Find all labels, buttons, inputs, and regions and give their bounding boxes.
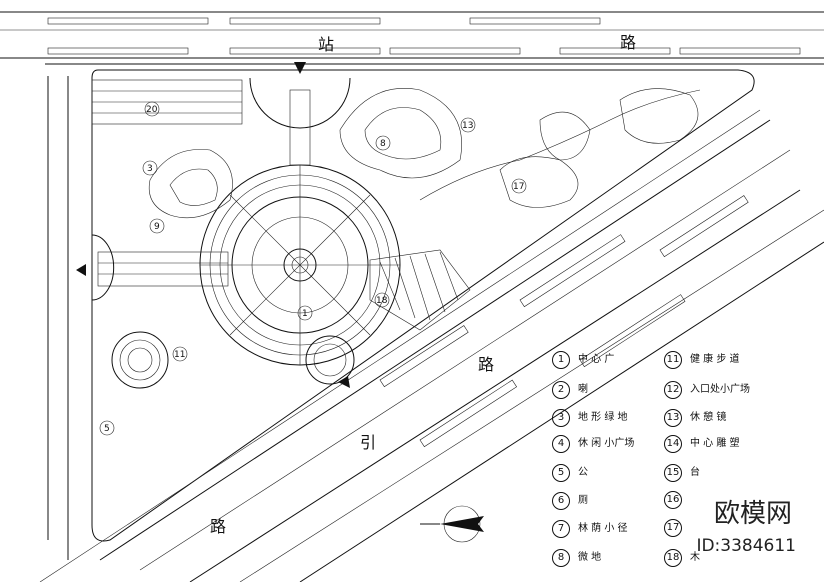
zone-number: 17	[513, 182, 524, 192]
diagonal-road	[39, 109, 824, 582]
hatched-plaza	[369, 249, 471, 331]
west-promenade	[91, 234, 229, 301]
zone-markers: 1 20 8 9 3 13 17 18 11 5	[99, 101, 527, 436]
zone-number: 1	[302, 309, 308, 319]
central-plaza	[199, 77, 401, 366]
legend-item: 17	[664, 519, 690, 537]
north-road	[0, 11, 824, 65]
zone-number: 5	[104, 424, 110, 434]
northwest-pergola	[91, 79, 243, 125]
site-boundary	[91, 69, 755, 542]
road-label-south-2: 引	[360, 433, 376, 452]
north-arrow-icon	[420, 505, 484, 543]
zone-number: 11	[174, 350, 185, 360]
zone-number: 3	[147, 164, 153, 174]
health-walk-path	[419, 89, 701, 201]
zone-number: 13	[462, 121, 473, 131]
watermark-id: ID:3384611	[696, 536, 796, 556]
legend-item: 16	[664, 491, 690, 509]
landform-contours	[148, 88, 699, 219]
zone-number: 8	[380, 139, 386, 149]
watermark-brand: 欧模网	[713, 499, 792, 529]
zone-number: 20	[146, 105, 158, 115]
road-label-north-2: 路	[620, 33, 636, 52]
west-entrance-marker-icon	[76, 264, 86, 276]
zone-number: 9	[154, 222, 160, 232]
round-pavilions	[111, 331, 355, 389]
south-entrance-marker-icon	[338, 376, 350, 388]
north-entrance-marker-icon	[294, 62, 306, 74]
west-road	[47, 76, 69, 560]
road-label-north-1: 站	[318, 35, 334, 54]
road-label-south-3: 路	[210, 517, 226, 536]
zone-number: 18	[376, 296, 388, 306]
road-label-south-1: 路	[478, 355, 494, 374]
